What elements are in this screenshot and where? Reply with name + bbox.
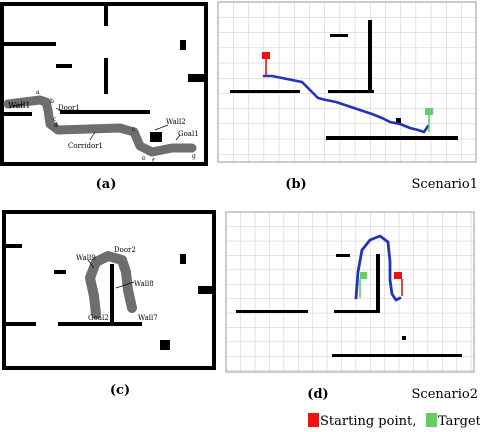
wall9-segment [54,270,66,274]
leader-line [89,131,96,141]
point-b-label: b [50,98,54,105]
panel-c-caption: (c) [110,383,130,398]
wall7-label: Wall7 [138,314,158,322]
panel-b-grid-map [217,1,477,163]
legend-target-swatch [426,413,437,427]
panel-d-grid [225,211,475,373]
obstacle [160,340,170,350]
panel-a-caption: (a) [96,177,117,192]
leader-line [11,103,25,107]
leader-line [87,259,95,269]
wall [376,254,380,312]
panel-b-grid [217,1,477,163]
panel-d-grid-map [225,211,475,373]
point-f-label: f [152,158,155,165]
leader-line [55,107,63,113]
wall [236,310,308,313]
legend: Starting point, Target [308,413,480,429]
leader-line [115,281,135,289]
corridor1-label: Corridor1 [68,142,103,150]
wall [198,286,214,294]
point-g-label: g [192,153,196,160]
panel-c-map: Door2 Wall9 Wall8 Goal2 Wall7 [2,210,216,370]
panel-d-caption: (d) [307,387,328,402]
wall [180,40,186,50]
wall [6,244,22,248]
panel-b-caption: (b) [285,177,306,192]
wall [104,4,108,26]
wall [368,20,372,92]
point-a-label: a [36,89,40,96]
leader-line [175,134,181,141]
wall [330,34,348,37]
wall1-segment [4,112,32,116]
door2-label: Door2 [114,246,136,254]
wall [332,354,462,357]
door2-wall [58,322,142,326]
wall [104,58,108,94]
wall [328,90,374,93]
wall [4,42,56,46]
wall8 [110,264,114,324]
point-c-label: c [53,116,57,123]
goal1-label: Goal1 [178,130,199,138]
panel-d-trajectory [354,234,402,302]
panel-a-map: Wall1 Door1 Wall2 Goal1 Corridor1 a b c … [0,2,208,166]
wall2-label: Wall2 [166,118,186,126]
obstacle [396,118,401,123]
target-flag [425,108,433,115]
legend-target-label: Target [438,414,480,429]
legend-start-swatch [308,413,319,427]
start-flag [394,272,402,279]
wall [326,136,458,140]
panel-a-trajectory [3,95,197,157]
goal2-label: Goal2 [88,314,109,322]
target-flag [360,272,367,279]
wall [230,90,300,93]
panel-c-border [2,210,216,370]
wall [56,64,72,68]
wall [6,322,36,326]
wall [334,310,380,313]
wall [180,254,186,264]
leader-line [154,124,169,131]
door1-wall [60,110,150,114]
point-c2-label: c [132,126,136,133]
scenario1-label: Scenario1 [412,177,478,192]
point-e-label: e [142,155,146,162]
panel-b-trajectory [262,74,430,134]
wall [188,74,206,82]
obstacle [402,336,406,340]
scenario2-label: Scenario2 [412,387,478,402]
wall [336,254,350,257]
door1-label: Door1 [58,104,80,112]
wall1-label: Wall1 [8,101,31,110]
wall9-label: Wall9 [76,254,96,262]
point-d-label: d [54,122,58,129]
start-flag [262,52,270,59]
obstacle [150,132,162,142]
wall8-label: Wall8 [134,280,154,288]
legend-start-label: Starting point, [320,414,416,429]
